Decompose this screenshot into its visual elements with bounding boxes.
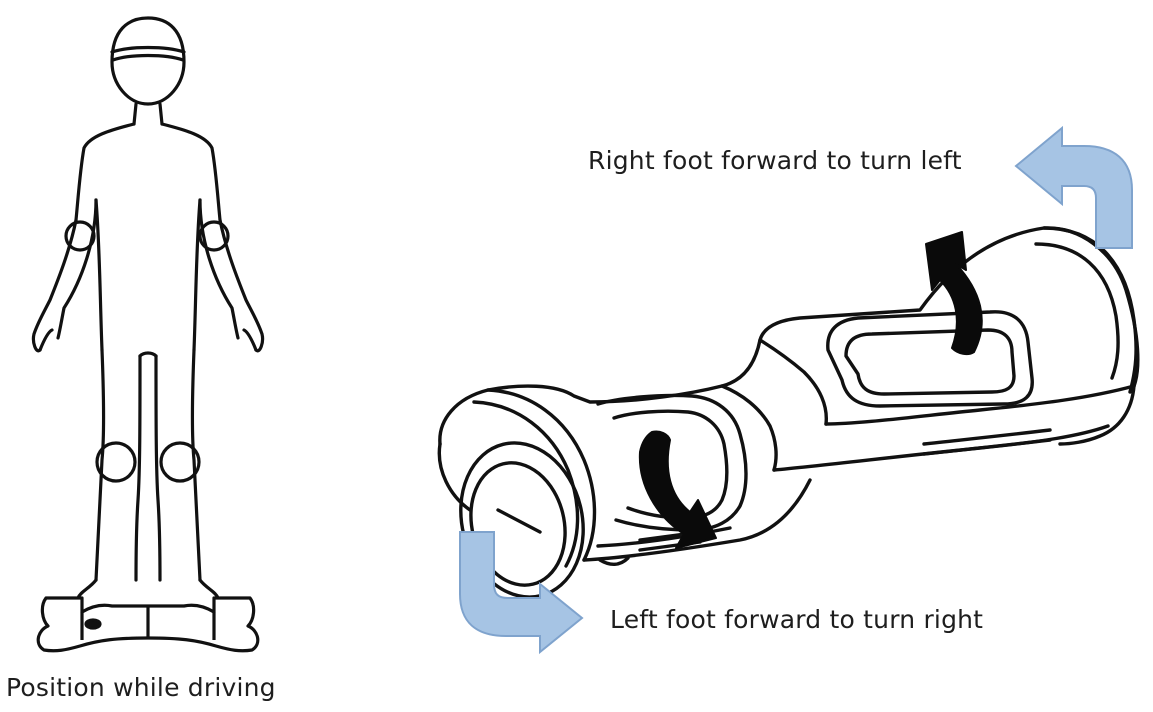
caption-left-foot: Left foot forward to turn right bbox=[610, 605, 984, 634]
hoverboard-front-icon bbox=[36, 596, 260, 653]
curved-arrow-turn-left-icon bbox=[1014, 125, 1133, 249]
tilt-arrow-left-pad-icon bbox=[638, 430, 717, 549]
hoverboard-perspective-icon bbox=[437, 226, 1140, 599]
caption-right-foot: Right foot forward to turn left bbox=[588, 146, 962, 175]
tilt-arrow-right-pad-icon bbox=[925, 231, 983, 356]
curved-arrow-turn-right-icon bbox=[459, 531, 584, 655]
rider-figure-icon bbox=[31, 16, 265, 600]
caption-position-while-driving: Position while driving bbox=[6, 673, 276, 702]
